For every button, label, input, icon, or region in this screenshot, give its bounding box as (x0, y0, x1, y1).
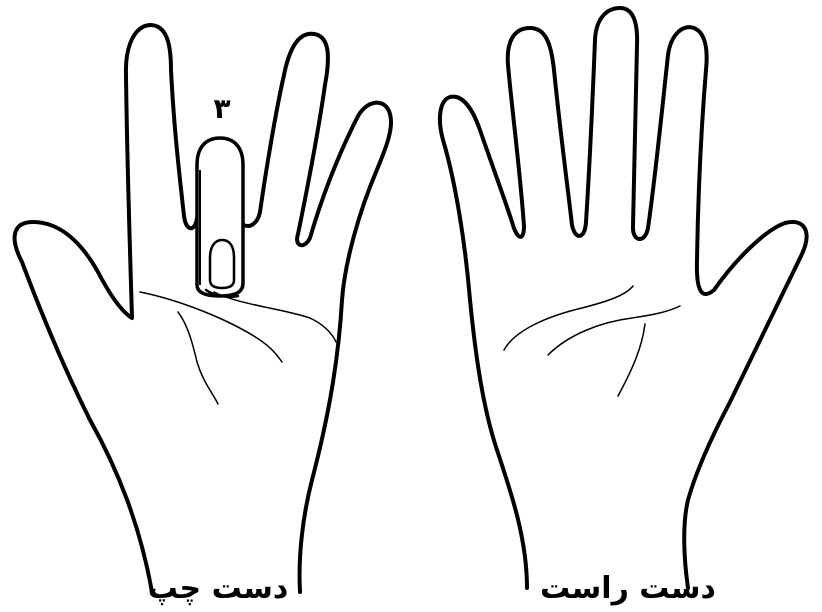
right-life-line (618, 324, 645, 396)
left-hand-outline (15, 25, 391, 592)
left-heart-line (214, 292, 336, 342)
right-hand-outline (440, 8, 807, 588)
left-head-line (140, 292, 282, 362)
left-life-line (178, 312, 218, 404)
left-finger-number: ۳ (213, 92, 230, 125)
right-hand-caption: دست راست (540, 571, 716, 606)
right-head-line (548, 306, 680, 355)
left-hand-caption: دست چپ (148, 571, 288, 606)
right-heart-line (504, 286, 633, 350)
left-finger-nail (210, 240, 234, 288)
left-hand: ۳ (15, 25, 391, 592)
right-hand (440, 8, 807, 588)
